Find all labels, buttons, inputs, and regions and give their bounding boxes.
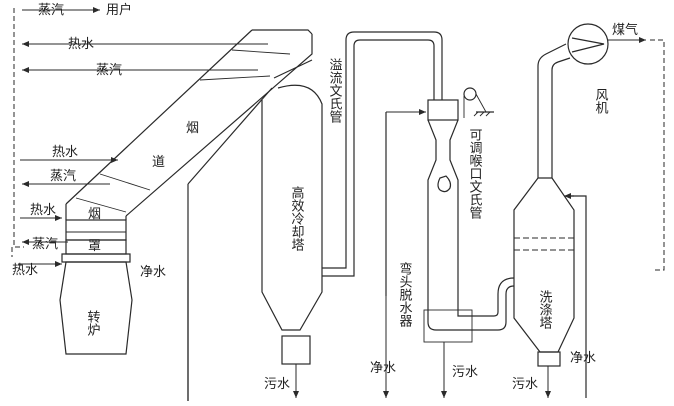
- adjustable-venturi: [386, 87, 494, 310]
- label-converter: 转炉: [85, 310, 101, 336]
- label-gas: 煤气: [612, 22, 638, 38]
- fan-icon: [567, 23, 609, 65]
- flue-duct: [65, 29, 313, 401]
- label-sewage-mid: 污水: [452, 365, 478, 380]
- label-flue-yan: 烟: [186, 121, 199, 136]
- label-clean-water-right: 净水: [570, 351, 596, 366]
- overflow-venturi-pipe: [322, 31, 443, 277]
- label-sewage-right: 污水: [512, 377, 538, 392]
- scrub-tower: [513, 177, 587, 398]
- label-adjustable-venturi: 可调喉口文氏管: [467, 128, 483, 220]
- label-sewage-left: 污水: [264, 377, 290, 392]
- label-hot-water-top: 热水: [68, 37, 94, 52]
- label-user: 用户: [106, 2, 132, 18]
- label-hot-water-low: 热水: [30, 203, 56, 218]
- fan-and-gas: [537, 23, 665, 271]
- label-hood-zhao: 罩: [88, 239, 101, 254]
- label-hot-water-bottom: 热水: [12, 263, 38, 278]
- label-flue-dao: 道: [152, 155, 165, 170]
- hood: [61, 219, 131, 263]
- cooling-tower: [261, 84, 323, 398]
- label-steam-mid: 蒸汽: [50, 169, 76, 184]
- label-steam-low: 蒸汽: [32, 237, 58, 252]
- utility-lines: [18, 7, 268, 267]
- left-boundary-dashed: [11, 8, 24, 257]
- label-scrub-tower: 洗涤塔: [537, 290, 553, 329]
- label-overflow-venturi: 溢流文氏管: [327, 58, 343, 124]
- converter-vessel: [59, 261, 133, 355]
- label-elbow-dewaterer: 弯头脱水器: [397, 261, 413, 328]
- label-hot-water-mid: 热水: [52, 145, 78, 160]
- label-fan: 风机: [593, 88, 609, 115]
- label-cooling-tower: 高效冷却塔: [289, 185, 305, 251]
- label-clean-water-left: 净水: [140, 265, 166, 280]
- label-steam-to-user: 蒸汽: [38, 3, 64, 18]
- label-steam-top: 蒸汽: [96, 63, 122, 78]
- label-clean-water-mid: 净水: [370, 361, 396, 376]
- elbow-dewaterer: [383, 112, 515, 398]
- label-hood-yan: 烟: [88, 207, 101, 222]
